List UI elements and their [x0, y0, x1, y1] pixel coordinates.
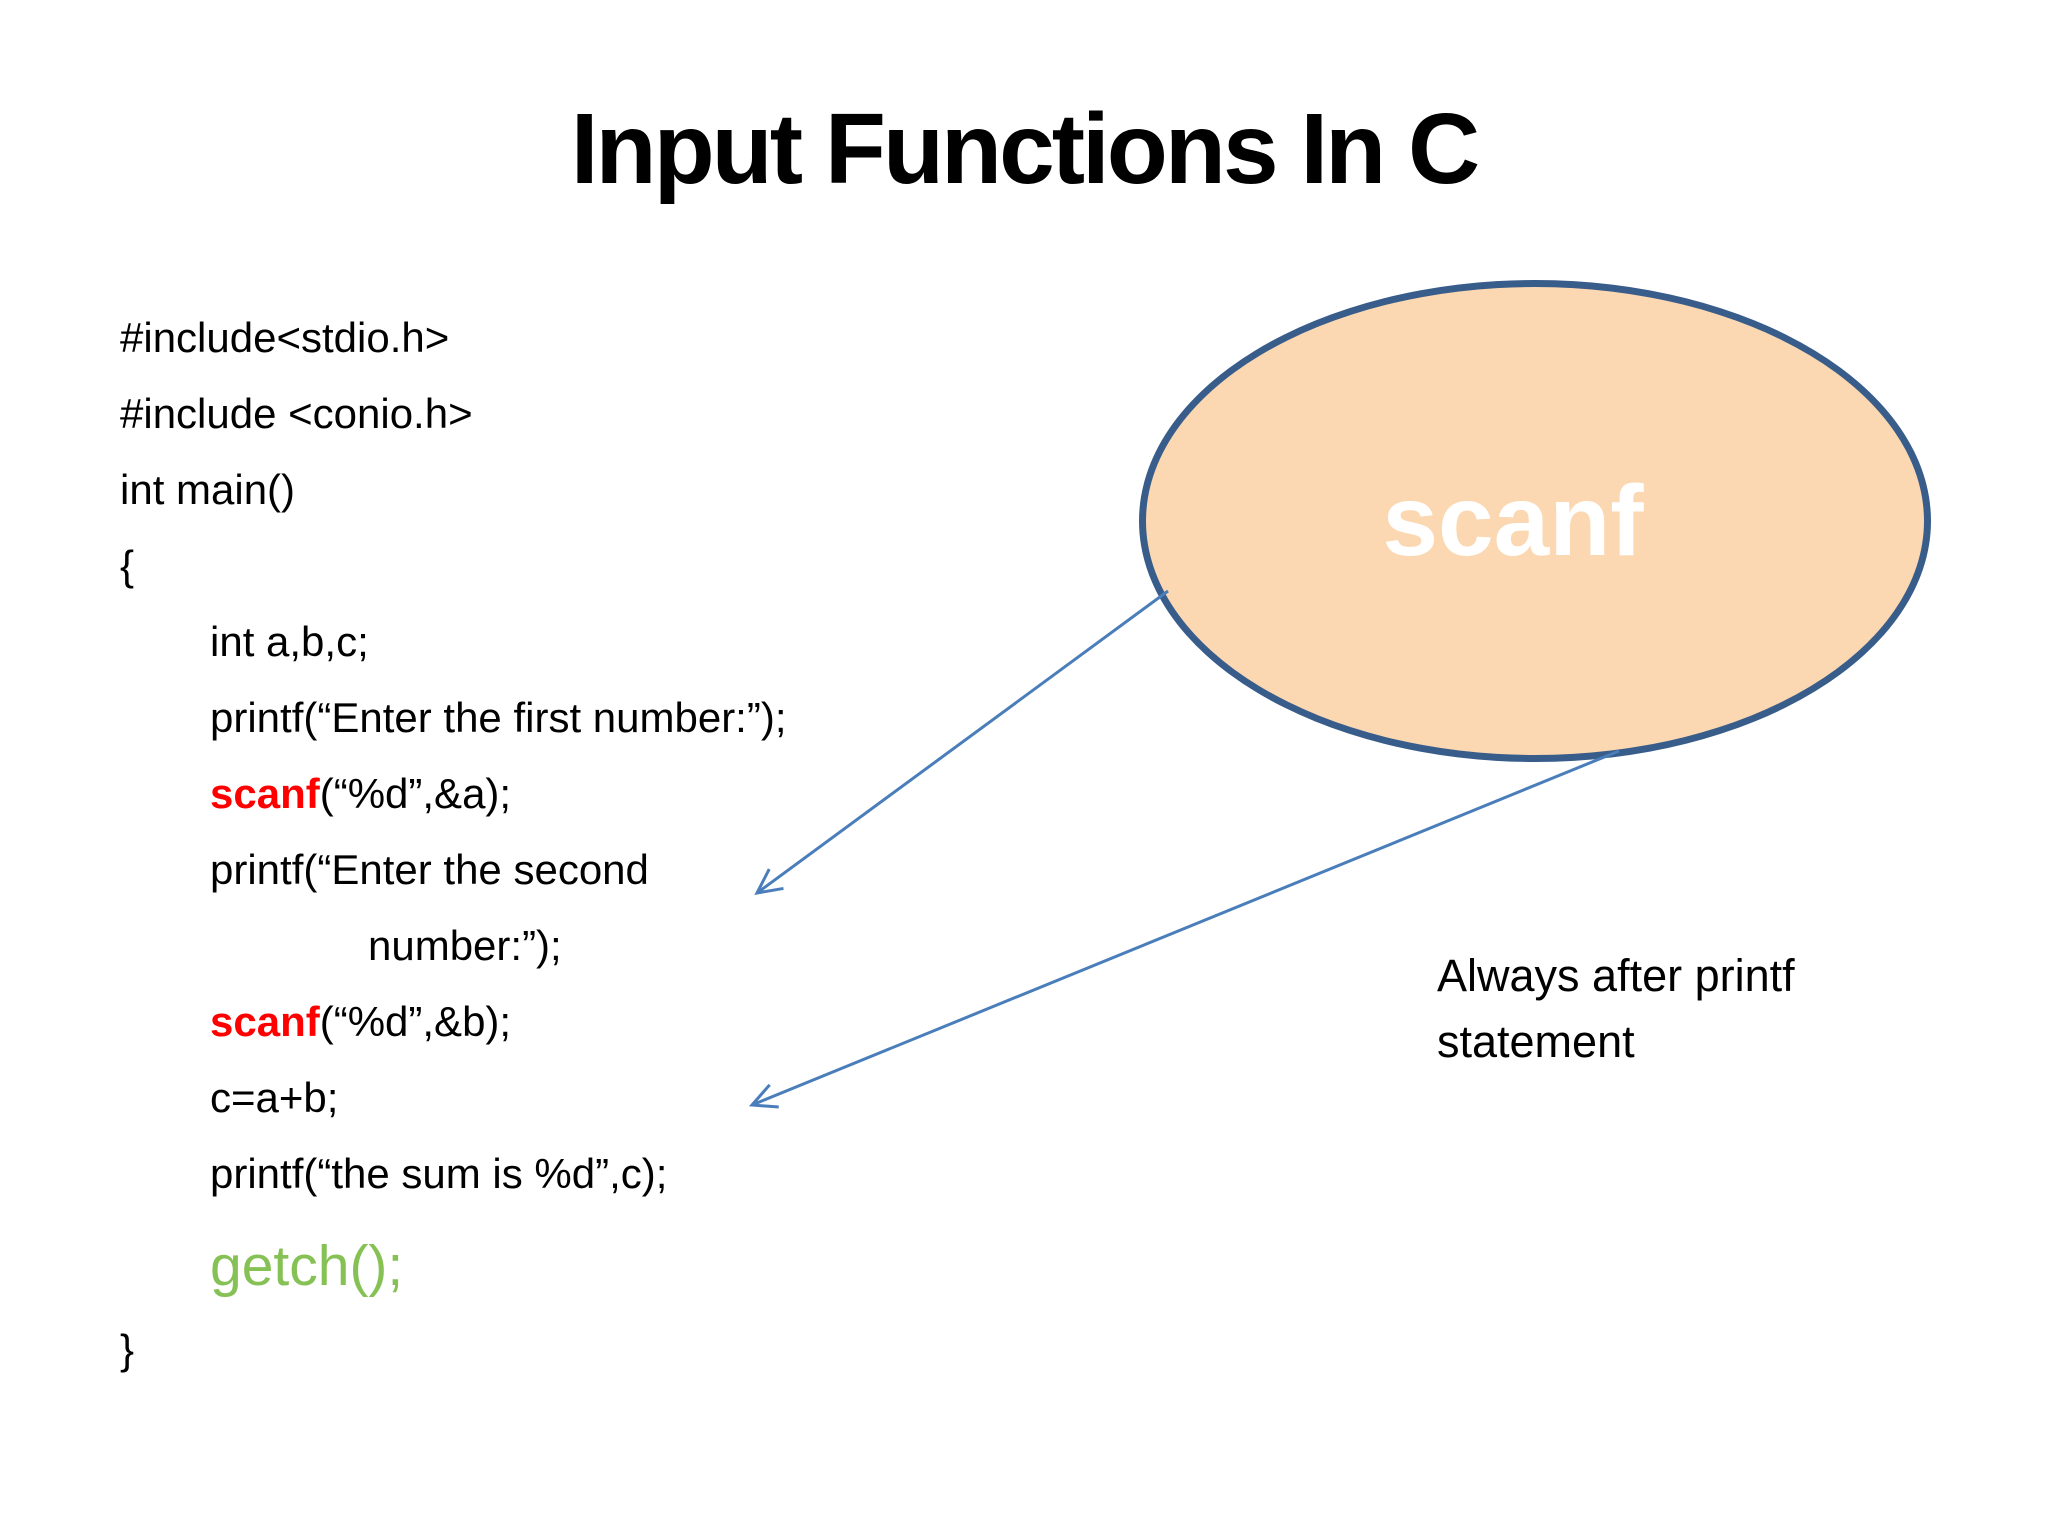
scanf-callout-label: scanf	[1382, 464, 1644, 577]
scanf-keyword: scanf	[210, 998, 320, 1045]
code-line: {	[120, 542, 135, 589]
code-line: int a,b,c;	[210, 618, 369, 665]
scanf-callout-ellipse: scanf	[1139, 280, 1931, 762]
slide-title: Input Functions In C	[570, 93, 1481, 205]
code-line: }	[120, 1326, 135, 1373]
code-line: int main()	[120, 466, 296, 513]
code-line: c=a+b;	[210, 1074, 339, 1121]
code-line: printf(“Enter the second	[210, 846, 649, 893]
annotation-note-line2: statement	[1437, 1016, 1635, 1067]
code-line-rest: (“%d”,&b);	[319, 998, 512, 1045]
scanf-keyword: scanf	[210, 770, 320, 817]
code-block: #include<stdio.h> #include <conio.h> int…	[120, 300, 787, 1388]
code-line: #include <conio.h>	[120, 390, 473, 437]
code-line: printf(“the sum is %d”,c);	[210, 1150, 668, 1197]
code-line-scanf-b: scanf(“%d”,&b);	[210, 984, 787, 1060]
code-line: printf(“Enter the first number:”);	[210, 694, 787, 741]
annotation-note: Always after printf statement	[1437, 943, 1795, 1075]
callout-arrow-1	[754, 589, 1169, 895]
code-line: number:”);	[368, 922, 562, 969]
code-line: #include<stdio.h>	[120, 314, 450, 361]
annotation-note-line1: Always after printf	[1437, 950, 1795, 1001]
code-line-getch: getch();	[210, 1234, 404, 1298]
code-line-scanf-a: scanf(“%d”,&a);	[210, 756, 787, 832]
code-line-rest: (“%d”,&a);	[319, 770, 512, 817]
